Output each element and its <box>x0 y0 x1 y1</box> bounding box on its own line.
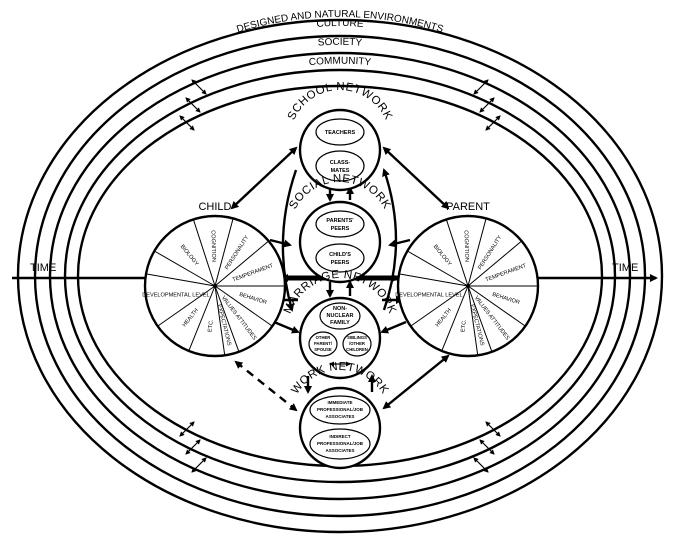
pie-divider <box>157 285 216 327</box>
pie-divider <box>467 218 487 287</box>
pie-divider <box>398 273 469 287</box>
pie-divider <box>214 285 226 356</box>
parent-title: PARENT <box>446 201 490 213</box>
indirect-label-1: INDIRECT <box>329 434 351 439</box>
pie-divider <box>445 219 469 287</box>
ring-label-society: SOCIETY <box>317 37 362 49</box>
pie-divider <box>467 285 493 352</box>
pie-divider <box>154 250 216 287</box>
non-nuclear-label-2: NUCLEAR <box>327 313 354 319</box>
environment-rings <box>16 18 664 534</box>
non-nuclear-label-1: NON- <box>333 306 347 312</box>
other-parent-label-1: OTHER <box>316 335 331 340</box>
parent-segment-cognition: COGNITION <box>463 230 470 262</box>
child-segment-etc: ETC. <box>207 319 215 333</box>
childs-peers-label-2: PEERS <box>331 260 350 266</box>
pie-divider <box>214 285 273 327</box>
pie-divider <box>214 218 234 287</box>
child-segment-cognition: COGNITION <box>210 230 217 262</box>
indirect-label-3: ASSOCIATES <box>326 448 355 453</box>
siblings-label-1: SIBLINGS <box>347 335 367 340</box>
time-label-left: TIME <box>30 262 56 274</box>
pie-divider <box>214 240 269 287</box>
ring-label-community: COMMUNITY <box>308 56 372 69</box>
pie-center-dot <box>213 284 217 288</box>
other-parent-label-2: PARENT/ <box>314 341 333 346</box>
non-nuclear-label-3: FAMILY <box>330 320 350 326</box>
pie-divider <box>407 250 469 287</box>
siblings-label-3: CHILDREN <box>346 347 368 352</box>
time-label-right: TIME <box>612 262 638 274</box>
classmates-label-2: MATES <box>331 168 350 174</box>
pie-center-dot <box>466 284 470 288</box>
parent-segment-developmental-level: DEVELOPMENTAL LEVEL <box>395 293 462 299</box>
childs-peers-label-1: CHILD'S <box>329 252 351 258</box>
immediate-label-1: IMMEDIATE <box>328 400 353 405</box>
pie-divider <box>214 285 240 352</box>
ring-interaction-arrows <box>179 79 501 473</box>
siblings-label-2: /OTHER <box>349 341 365 346</box>
ring-label-culture: CULTURE <box>316 18 364 30</box>
pie-divider <box>467 285 526 327</box>
teachers-label: TEACHERS <box>325 130 356 136</box>
pie-divider <box>441 285 469 352</box>
pie-divider <box>188 285 216 352</box>
immediate-label-2: PROFESSIONAL/JOB <box>317 407 364 412</box>
pie-divider <box>145 273 216 287</box>
pie-divider <box>467 240 522 287</box>
classmates-label-1: CLASS- <box>330 160 351 166</box>
pie-divider <box>192 219 216 287</box>
child-segment-developmental-level: DEVELOPMENTAL LEVEL <box>142 293 209 299</box>
indirect-label-2: PROFESSIONAL/JOB <box>317 441 364 446</box>
immediate-label-3: ASSOCIATES <box>326 414 355 419</box>
parents-peers-label-2: PEERS <box>331 226 350 232</box>
parents-peers-label-1: PARENTS' <box>326 218 354 224</box>
other-parent-label-3: SPOUSE <box>314 347 332 352</box>
parent-segment-etc: ETC. <box>460 319 468 333</box>
network-arrows <box>230 146 450 412</box>
pie-divider <box>467 285 479 356</box>
child-title: CHILD <box>198 201 231 213</box>
pie-divider <box>410 285 469 327</box>
